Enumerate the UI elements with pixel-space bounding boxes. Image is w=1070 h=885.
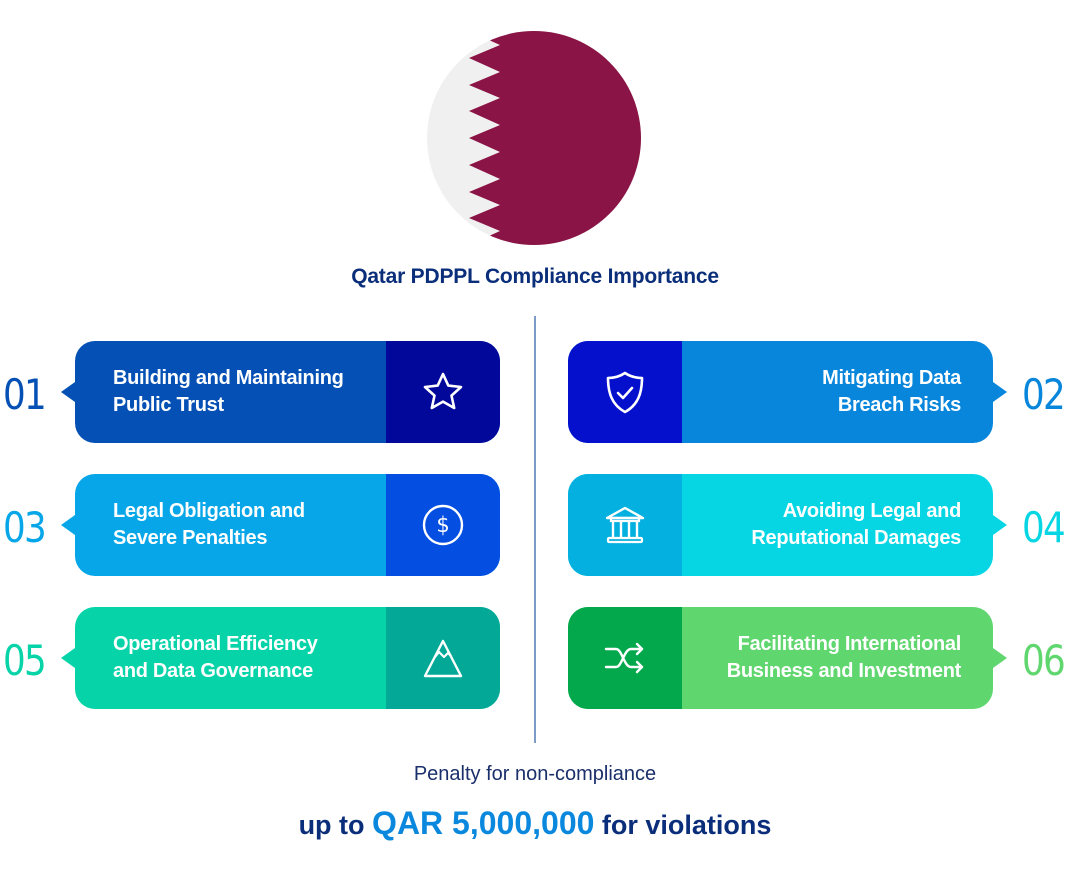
icon-panel [386,341,500,443]
dollar-circle-icon: $ [422,504,464,546]
card-label-line1: Facilitating International [737,633,962,655]
card-pointer [993,382,1007,402]
card-number-06: 06 [1022,636,1066,685]
icon-panel [568,341,682,443]
card-number-03: 03 [3,503,47,552]
card-pointer [61,382,75,402]
card-pointer [61,648,75,668]
penalty-amount: QAR 5,000,000 [372,805,595,841]
shield-check-icon [606,371,644,414]
svg-text:$: $ [436,513,449,537]
card-05: Operational Efficiency and Data Governanc… [61,607,500,709]
mountain-icon [423,639,463,678]
card-label-line2: Business and Investment [726,660,962,682]
penalty-caption: Penalty for non-compliance [413,763,657,785]
card-label-line1: Legal Obligation and [113,500,305,522]
card-label-line1: Operational Efficiency [113,633,318,655]
star-icon [423,372,463,410]
center-divider [534,316,536,743]
card-label-line2: Severe Penalties [113,527,268,549]
card-label-line1: Avoiding Legal and [782,500,962,522]
card-number-04: 04 [1022,503,1066,552]
icon-panel [386,607,500,709]
card-pointer [993,648,1007,668]
icon-panel [568,474,682,576]
card-label-line1: Building and Maintaining [113,367,344,389]
card-label: Operational Efficiency and Data Governanc… [113,607,383,709]
icon-panel [568,607,682,709]
shuffle-icon [604,642,644,674]
card-pointer [61,515,75,535]
card-number-02: 02 [1022,370,1066,419]
penalty-prefix: up to [298,810,373,840]
bank-icon [605,506,645,544]
icon-panel: $ [386,474,500,576]
page-title: Qatar PDPPL Compliance Importance [351,265,719,288]
card-label-line1: Mitigating Data [822,367,961,389]
card-pointer [993,515,1007,535]
card-label-line2: and Data Governance [113,660,313,682]
penalty-amount-line: up to QAR 5,000,000 for violations [0,805,1070,842]
card-label-line2: Breach Risks [837,394,961,416]
card-number-01: 01 [3,370,47,419]
card-label-line2: Public Trust [113,394,224,416]
card-label-line2: Reputational Damages [751,527,961,549]
qatar-flag-icon [427,31,641,245]
penalty-suffix: for violations [594,810,772,840]
card-number-05: 05 [3,636,47,685]
